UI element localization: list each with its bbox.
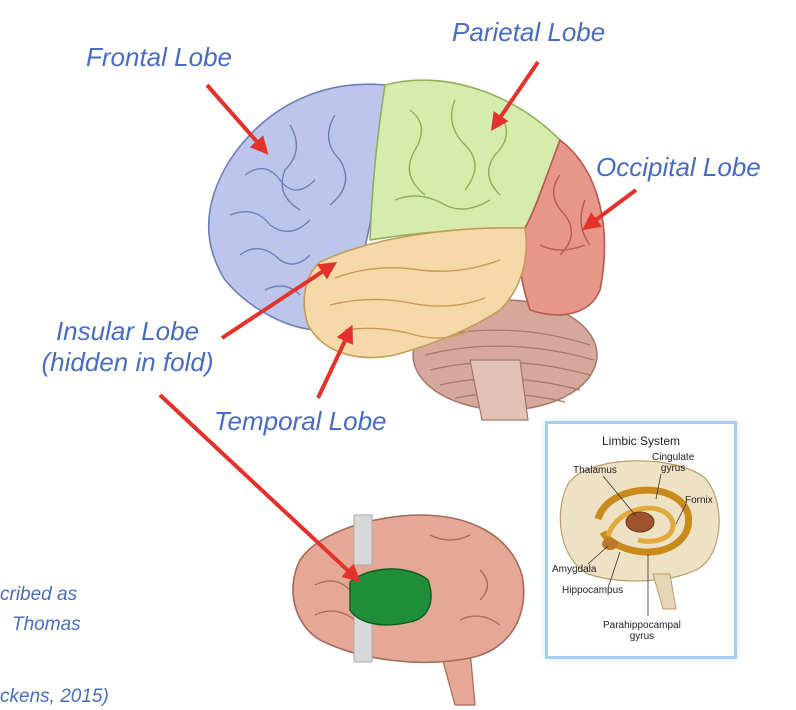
thalamus-label: Thalamus [573, 465, 617, 476]
cingulate-gyrus-label-line1: Cingulate [652, 452, 695, 463]
parietal-lobe-label: Parietal Lobe [452, 17, 606, 47]
arrow-temporal [316, 324, 354, 399]
parahippocampal-gyrus-label-line2: gyrus [629, 631, 655, 642]
label-arrows [158, 60, 638, 583]
arrow-insular-lower [158, 393, 361, 583]
insular-lobe-label-line2: (hidden in fold) [41, 347, 214, 378]
section-planes [353, 514, 373, 663]
parietal-lobe [369, 79, 561, 241]
arrow-occipital [582, 188, 638, 231]
arrow-insular-upper [220, 262, 338, 340]
limbic-system-title: Limbic System [601, 434, 681, 448]
insular-lobe-label: Insular Lobe (hidden in fold) [25, 316, 230, 378]
arrow-frontal [205, 83, 269, 155]
brainstem [469, 359, 529, 421]
cutoff-text-line2: Thomas [12, 614, 81, 635]
amygdala-label: Amygdala [552, 564, 597, 575]
parahippocampal-gyrus-label: Parahippocampal gyrus [603, 620, 681, 642]
parahippocampal-gyrus-label-line1: Parahippocampal [603, 620, 681, 631]
frontal-lobe-label: Frontal Lobe [86, 42, 232, 72]
insular-lobe-label-line1: Insular Lobe [55, 316, 200, 346]
temporal-lobe-label: Temporal Lobe [214, 406, 387, 436]
insula-highlight [349, 568, 432, 626]
cingulate-gyrus-label-line2: gyrus [660, 463, 686, 474]
temporal-lobe [303, 226, 528, 359]
fornix-label: Fornix [685, 495, 713, 506]
limbic-illustration [559, 460, 720, 616]
hippocampus-label: Hippocampus [562, 585, 624, 596]
cutoff-text-line3: ckens, 2015) [0, 686, 109, 707]
limbic-system-inset: Limbic System Thalamus Cingulate gyrus F… [545, 421, 737, 659]
cingulate-gyrus-label: Cingulate gyrus [652, 452, 694, 474]
occipital-lobe [518, 138, 606, 316]
cutoff-text-line1: cribed as [0, 584, 78, 605]
arrow-parietal [490, 60, 540, 131]
occipital-lobe-label: Occipital Lobe [596, 152, 761, 182]
